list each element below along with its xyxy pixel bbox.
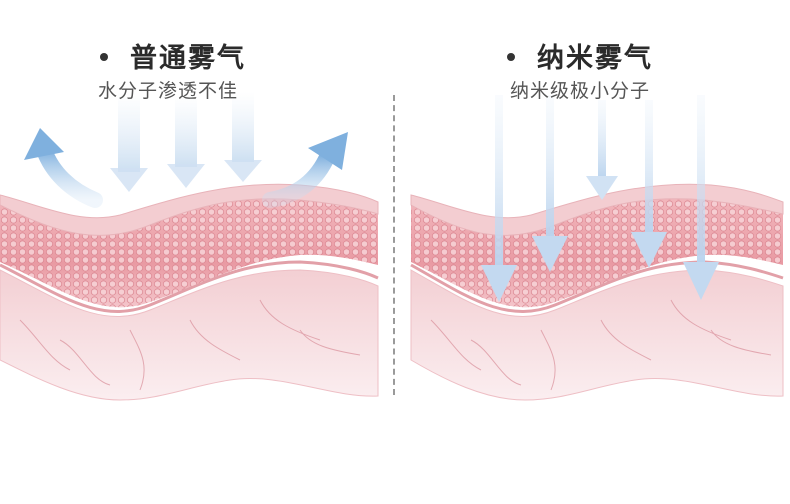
penetrating-down-arrow-icon [481, 95, 517, 302]
nano-mist-subtitle: 纳米级极小分子 [510, 80, 651, 102]
penetrating-down-arrow-icon [586, 100, 618, 200]
panel-title: 普通雾气 [100, 36, 246, 75]
dermis-layer [410, 269, 784, 401]
dermis-layer [0, 269, 379, 401]
ordinary-mist-title: 普通雾气 [130, 43, 246, 74]
nano-mist-panel: 纳米雾气 纳米级极小分子 [395, 0, 790, 504]
nano-mist-title: 纳米雾气 [537, 43, 653, 74]
bullet-dot-icon [100, 52, 108, 61]
nano-mist-illustration [395, 0, 790, 504]
ordinary-mist-panel: 普通雾气 水分子渗透不佳 [0, 36, 379, 401]
blood-vessels [430, 299, 772, 391]
panel-title: 纳米雾气 [507, 36, 653, 75]
skin-edge [0, 260, 379, 313]
penetrating-down-arrow-icon [683, 95, 719, 300]
bullet-dot-icon [507, 52, 515, 61]
dashed-divider [393, 95, 395, 395]
skin-edge [410, 260, 784, 313]
penetrating-down-arrow-icon [631, 100, 667, 268]
ordinary-mist-subtitle: 水分子渗透不佳 [98, 80, 239, 102]
bounce-up-arrow-icon [262, 132, 348, 208]
penetrating-down-arrow-icon [532, 95, 568, 272]
bounce-up-arrow-icon [24, 128, 103, 208]
skin-surface [410, 183, 784, 236]
blood-vessels [19, 299, 361, 391]
faint-mist-arrows [110, 92, 262, 192]
ordinary-mist-illustration [0, 92, 379, 401]
